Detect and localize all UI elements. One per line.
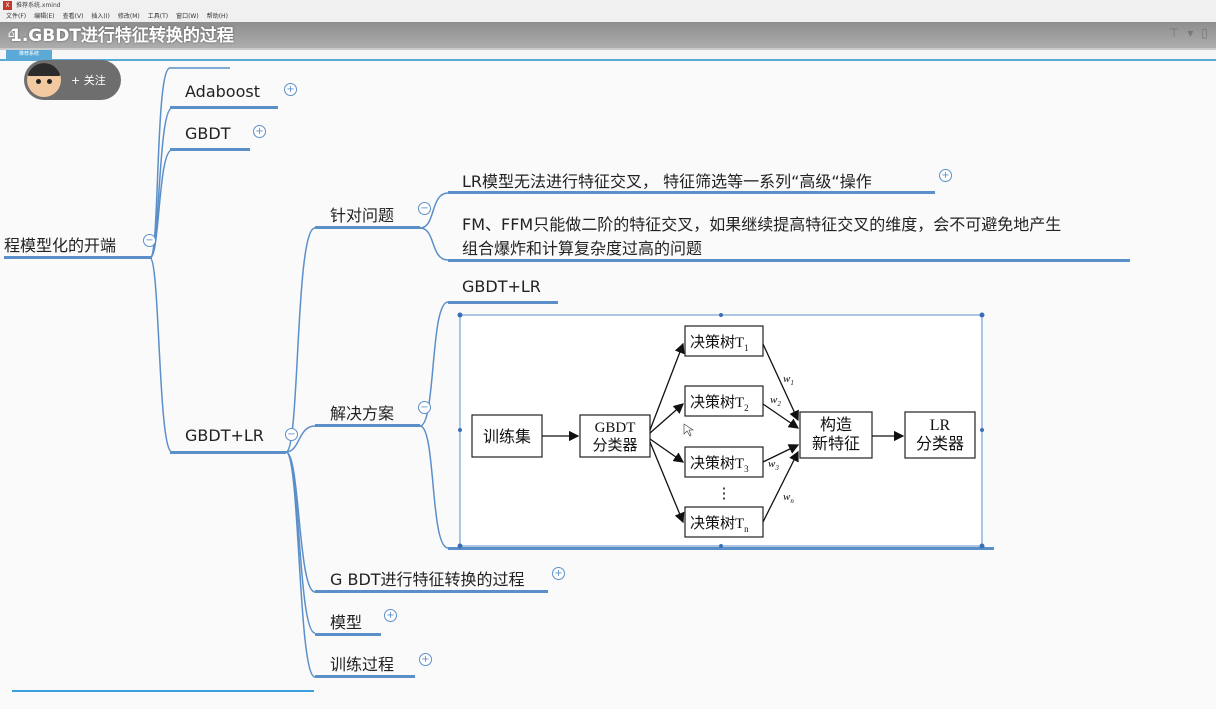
node-problem-2-underline	[448, 259, 1130, 262]
expand-icon[interactable]: +	[419, 653, 432, 666]
home-icon[interactable]: ⌂	[8, 27, 15, 40]
diagram-label-tree2: 决策树T2	[690, 394, 749, 413]
xmind-logo-icon: X	[3, 1, 12, 10]
plus-icon: +	[71, 74, 81, 87]
node-gbdt-lr-underline	[170, 451, 286, 454]
node-gbdt[interactable]: GBDT	[185, 124, 231, 143]
mouse-cursor-icon	[683, 423, 694, 437]
menu-insert[interactable]: 插入(I)	[91, 13, 110, 20]
node-root[interactable]: 程模型化的开端	[4, 236, 117, 255]
panel-icon[interactable]: ▯	[1201, 26, 1208, 40]
chevron-down-icon[interactable]: ▾	[1187, 26, 1194, 40]
node-root-underline	[4, 256, 152, 259]
node-solution-title-underline	[448, 301, 558, 304]
tab-underline	[0, 59, 1216, 61]
collapse-icon[interactable]: −	[418, 401, 431, 414]
node-feature-transform[interactable]: G BDT进行特征转换的过程	[330, 570, 525, 589]
follow-badge[interactable]: + 关注	[24, 60, 121, 100]
collapse-icon[interactable]: −	[143, 234, 156, 247]
expand-icon[interactable]: +	[253, 125, 266, 138]
diagram-label-lr-2: 分类器	[916, 435, 964, 453]
follow-text: 关注	[83, 74, 106, 87]
diagram-box-tree1	[684, 325, 764, 357]
menu-edit[interactable]: 编辑(E)	[34, 13, 55, 20]
menu-tools[interactable]: 工具(T)	[147, 13, 169, 20]
diagram-label-lr-1: LR	[930, 417, 951, 434]
window-titlebar: X 推荐系统.xmind	[0, 0, 1216, 11]
node-model[interactable]: 模型	[330, 613, 363, 632]
expand-icon[interactable]: +	[939, 169, 952, 182]
avatar	[27, 63, 61, 97]
diagram-box-build	[799, 411, 873, 459]
menu-help[interactable]: 帮助(H)	[206, 13, 228, 20]
expand-icon[interactable]: +	[384, 609, 397, 622]
diagram-weight-w2: w2	[770, 394, 781, 408]
node-feature-transform-underline	[315, 590, 548, 593]
node-gbdt-underline	[170, 148, 250, 151]
node-problem-2-line2[interactable]: 组合爆炸和计算复杂度过高的问题	[462, 239, 703, 258]
node-adaboost[interactable]: Adaboost	[185, 82, 260, 101]
menu-bar: 文件(F) 编辑(E) 查看(V) 插入(I) 修改(M) 工具(T) 窗口(W…	[0, 11, 1216, 22]
diagram-label-treen: 决策树Tn	[690, 515, 749, 534]
tab-document[interactable]: 推荐系统	[6, 50, 52, 59]
node-solution-title[interactable]: GBDT+LR	[462, 277, 541, 296]
diagram-weight-w3: w3	[768, 458, 779, 472]
diagram-label-build-2: 新特征	[812, 435, 860, 453]
diagram-label-build-1: 构造	[820, 416, 852, 434]
horizontal-scrollbar[interactable]	[12, 690, 314, 692]
node-adaboost-underline	[170, 106, 278, 109]
follow-label: + 关注	[71, 72, 106, 88]
collapse-icon[interactable]: −	[285, 428, 298, 441]
video-title-overlay	[0, 22, 1216, 50]
diagram-label-train-set: 训练集	[483, 428, 531, 446]
diagram-label-tree1: 决策树T1	[690, 334, 749, 353]
node-model-underline	[315, 633, 381, 636]
node-solution[interactable]: 解决方案	[330, 404, 395, 423]
menu-view[interactable]: 查看(V)	[62, 13, 84, 20]
expand-icon[interactable]: +	[284, 83, 297, 96]
node-problem-underline	[315, 226, 420, 229]
diagram-box-treen	[684, 506, 764, 538]
diagram-label-gbdt-1: GBDT	[595, 420, 636, 436]
toolbar-right: ⊤ ▾ ▯	[1169, 26, 1208, 40]
menu-modify[interactable]: 修改(M)	[117, 13, 140, 20]
node-training[interactable]: 训练过程	[330, 655, 395, 674]
video-title: 1.GBDT进行特征转换的过程	[10, 26, 234, 46]
menu-file[interactable]: 文件(F)	[6, 13, 27, 20]
collapse-icon[interactable]: −	[418, 202, 431, 215]
expand-icon[interactable]: +	[552, 567, 565, 580]
node-solution-underline	[315, 424, 420, 427]
menu-window[interactable]: 窗口(W)	[176, 13, 199, 20]
window-title: 推荐系统.xmind	[16, 2, 61, 9]
node-problem[interactable]: 针对问题	[330, 206, 395, 225]
diagram-weight-wn: wn	[783, 491, 794, 505]
diagram-weight-w1: w1	[783, 373, 794, 387]
node-gbdt-lr[interactable]: GBDT+LR	[185, 426, 264, 445]
node-problem-1-underline	[448, 191, 935, 194]
diagram-box-lr	[904, 411, 976, 459]
gift-icon[interactable]: ⊤	[1168, 26, 1180, 40]
diagram-handles	[457, 312, 985, 549]
diagram-label-tree3: 决策树T3	[690, 455, 749, 474]
node-problem-1[interactable]: LR模型无法进行特征交叉， 特征筛选等一系列“高级“操作	[462, 172, 872, 191]
diagram-label-gbdt-2: 分类器	[592, 437, 637, 454]
node-training-underline	[315, 675, 415, 678]
node-diagram-underline	[448, 547, 994, 550]
diagram-ellipsis: ⋮	[717, 486, 732, 502]
node-problem-2-line1[interactable]: FM、FFM只能做二阶的特征交叉，如果继续提高特征交叉的维度，会不可避免地产生	[462, 215, 1062, 234]
diagram-box-tree2	[684, 385, 764, 417]
diagram-box-train-set	[471, 414, 543, 458]
diagram-box-gbdt	[579, 414, 651, 458]
